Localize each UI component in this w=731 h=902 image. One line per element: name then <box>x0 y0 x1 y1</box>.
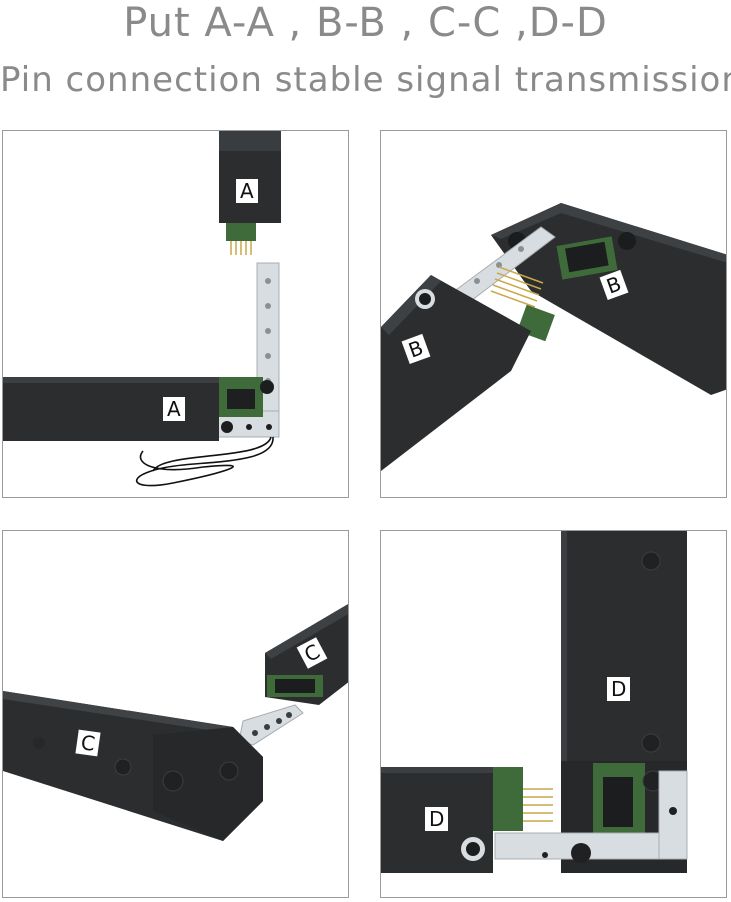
label-c-bottom: C <box>75 729 101 757</box>
panel-a-connection: A A <box>2 130 349 498</box>
label-a-top: A <box>236 179 258 203</box>
panel-d-illustration <box>381 531 688 873</box>
panel-d-connection: D D <box>380 530 727 898</box>
label-d-bottom: D <box>425 807 449 831</box>
page-title: Put A-A , B-B , C-C ,D-D <box>123 0 608 46</box>
page-subtitle: Pin connection stable signal transmissio… <box>0 60 731 100</box>
label-a-bottom: A <box>163 397 185 421</box>
panel-a-illustration <box>3 131 281 487</box>
panel-b-illustration <box>381 203 726 471</box>
panel-c-connection: C C <box>2 530 349 898</box>
panel-c-illustration <box>3 604 348 841</box>
label-d-top: D <box>607 677 631 701</box>
panel-b-connection: B B <box>380 130 727 498</box>
